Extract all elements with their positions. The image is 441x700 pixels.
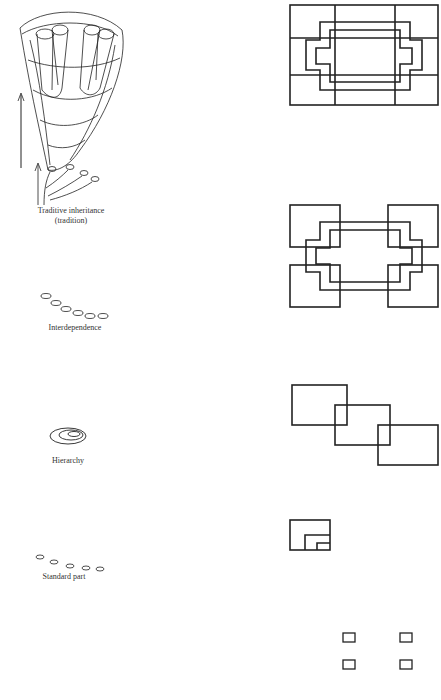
nested-boxes [290,520,330,550]
separate-boxes [343,633,412,669]
part-ovals [36,555,104,571]
grid-boxes [290,5,438,105]
caption-label: Traditive inheritance (tradition) [28,206,114,226]
caption-label: Interdependence [30,323,120,333]
chain-sketch [41,294,108,319]
organ-sketch [18,12,123,170]
caption-label: Hierarchy [30,456,106,466]
corner-boxes [290,205,438,307]
caption-label: Standard part [22,572,106,582]
nested-ovals [50,428,86,444]
overlapping-boxes [292,385,438,465]
tree-sketch [35,163,99,205]
